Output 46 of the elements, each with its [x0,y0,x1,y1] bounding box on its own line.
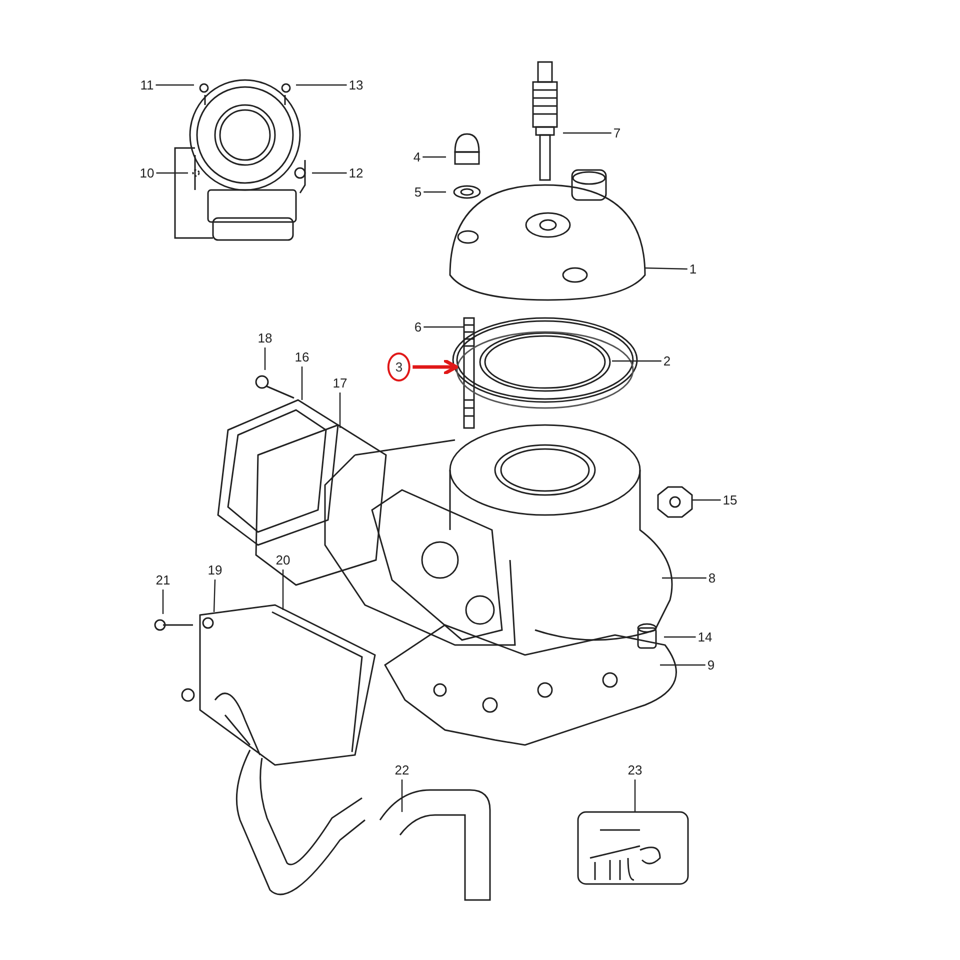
callout-number: 8 [708,570,716,586]
callout-number: 23 [628,762,642,778]
leader-line [156,84,194,86]
callout-number: 10 [140,166,154,180]
leader-line [156,172,188,174]
leader-line [213,579,216,612]
callout-number: 12 [348,166,364,180]
callout-number: 4 [413,150,421,164]
leader-line [264,348,266,370]
callout-number: 2 [663,354,671,368]
leader-line [612,360,662,362]
callout-number: 22 [394,762,410,778]
leader-line [296,84,347,86]
callout-number: 17 [332,376,348,390]
leader-line [162,590,164,614]
leader-line [282,570,284,610]
leader-line [634,780,636,812]
callout-number: 5 [414,184,422,200]
callout-number: 15 [722,492,738,508]
leader-line [644,267,688,270]
leader-line [339,392,341,428]
callout-number: 9 [707,658,715,672]
callout-number: 16 [294,350,310,364]
arrow [412,358,458,376]
callout-number: 6 [414,320,422,334]
leader-line [301,366,303,400]
leader-line [424,191,446,193]
callout-number: 13 [348,78,364,92]
callout-number: 20 [276,552,290,568]
callout-number: 7 [613,126,621,140]
leader-line [312,172,347,174]
callout-number: 1 [689,262,697,276]
leader-line [662,577,706,579]
callout-number: 19 [208,562,222,578]
callout-number: 11 [140,78,154,92]
callout-number: 3 [387,352,411,382]
leader-line [660,664,706,666]
callout-number: 21 [156,572,170,588]
leader-line [692,499,721,501]
leader-line [422,156,446,158]
callout-number: 18 [258,330,272,346]
leader-line [563,132,612,134]
leader-line [664,636,696,638]
callout-number: 14 [698,630,712,644]
leader-line [424,326,464,328]
leader-line [401,780,403,812]
